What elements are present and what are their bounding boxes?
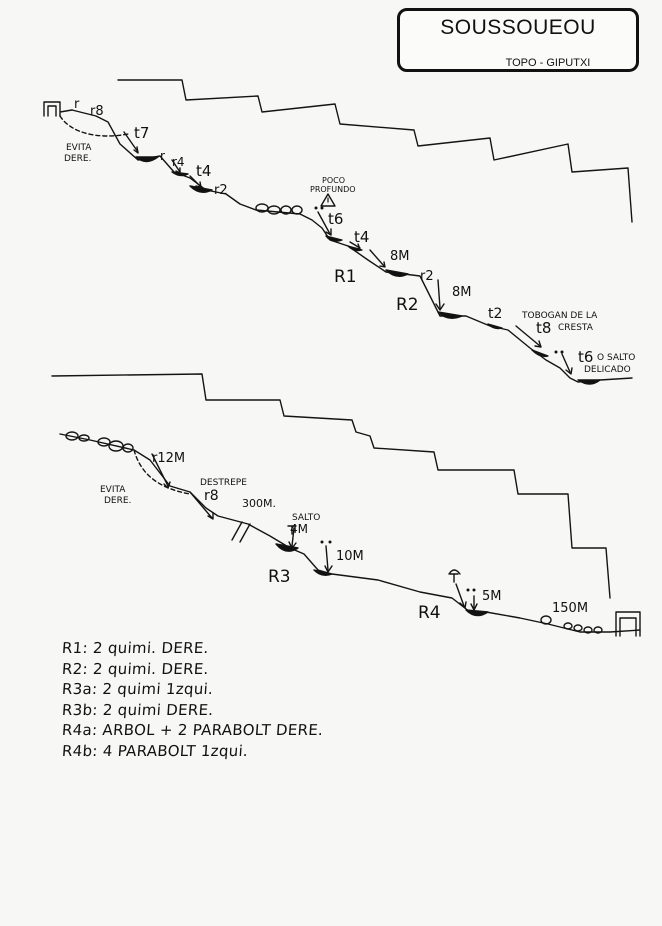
label-o-salto: O SALTO	[597, 353, 635, 363]
label-r8-2: r8	[204, 488, 219, 504]
section2-upper-bank	[51, 373, 611, 599]
label-salto: SALTO	[292, 513, 320, 523]
section1-anchors	[314, 206, 564, 354]
label-4m: 4M	[290, 522, 308, 536]
label-dere-1: DERE.	[64, 154, 91, 164]
label-r3: R3	[268, 567, 291, 587]
label-r8: r8	[90, 104, 104, 119]
label-t6-a: t6	[328, 210, 343, 228]
legend-item: R2: 2 quimi. DERE.	[61, 659, 210, 678]
label-dere-2: DERE.	[104, 496, 131, 506]
title-box: SOUSSOUEOU TOPO - GIPUTXI	[397, 8, 639, 72]
label-evita-2: EVITA	[100, 485, 126, 495]
section2-arrows	[151, 453, 478, 611]
label-300m: 300M.	[242, 497, 276, 510]
label-t4-b: t4	[354, 228, 369, 246]
label-tobogan: TOBOGAN DE LA	[521, 311, 598, 321]
tree-icon	[448, 569, 461, 583]
salto-marker	[287, 525, 297, 535]
label-8m-a: 8M	[390, 249, 410, 264]
label-r4: R4	[418, 603, 441, 623]
section2-bypass-path	[133, 449, 191, 495]
section1-upper-bank	[117, 79, 633, 223]
label-r1: R1	[334, 267, 357, 287]
section1-riverbed	[71, 109, 633, 383]
section1-bypass-path	[59, 115, 129, 137]
legend-item: R4a: ARBOL + 2 PARABOLT DERE.	[61, 721, 324, 739]
label-r2-station: R2	[396, 295, 419, 315]
label-r2-a: r2	[214, 183, 228, 198]
page-title: SOUSSOUEOU	[440, 16, 596, 39]
label-evita-1: EVITA	[66, 143, 92, 153]
label-10m: 10M	[336, 549, 364, 564]
section2-riverbed	[59, 433, 641, 633]
label-r: r	[74, 97, 80, 112]
label-t2: t2	[488, 306, 502, 322]
label-8m-b: 8M	[452, 285, 472, 300]
section2-anchors	[320, 540, 476, 592]
label-t4-a: t4	[196, 162, 211, 180]
label-r4: r4	[172, 155, 185, 169]
label-5m: 5M	[482, 589, 502, 604]
section1-pools	[135, 156, 601, 385]
warning-icon	[320, 193, 336, 207]
section1-arrows	[123, 131, 573, 375]
legend-item: R1: 2 quimi. DERE.	[61, 639, 210, 657]
section1-entrance-icon	[43, 101, 73, 117]
label-t7: t7	[134, 124, 149, 142]
section2-pools	[275, 543, 489, 617]
section1-boulders	[255, 203, 303, 215]
label-profundo: PROFUNDO	[310, 185, 356, 194]
anchor-legend: R1: 2 quimi. DERE. R2: 2 quimi. DERE. R3…	[61, 638, 442, 761]
label-t8: t8	[536, 319, 551, 337]
page-subtitle: TOPO - GIPUTXI	[505, 57, 591, 69]
label-r-small: r	[160, 149, 165, 163]
label-cresta: CRESTA	[558, 323, 594, 333]
legend-item: R3b: 2 quimi DERE.	[61, 700, 215, 719]
legend-item: R3a: 2 quimi 1zqui.	[61, 680, 214, 698]
section2-exit-icon	[615, 611, 641, 637]
label-150m: 150M	[552, 601, 588, 616]
legend-item: R4b: 4 PARABOLT 1zqui.	[61, 741, 249, 760]
label-destrepe: DESTREPE	[200, 478, 247, 488]
label-r12m: r12M	[152, 451, 185, 466]
label-r2-b: r2	[420, 269, 434, 284]
section2-boulders-end	[540, 615, 603, 634]
label-poco: POCO	[322, 176, 345, 185]
label-t6-b: t6	[578, 348, 593, 366]
break-marks	[231, 521, 251, 543]
label-delicado: DELICADO	[584, 365, 631, 375]
